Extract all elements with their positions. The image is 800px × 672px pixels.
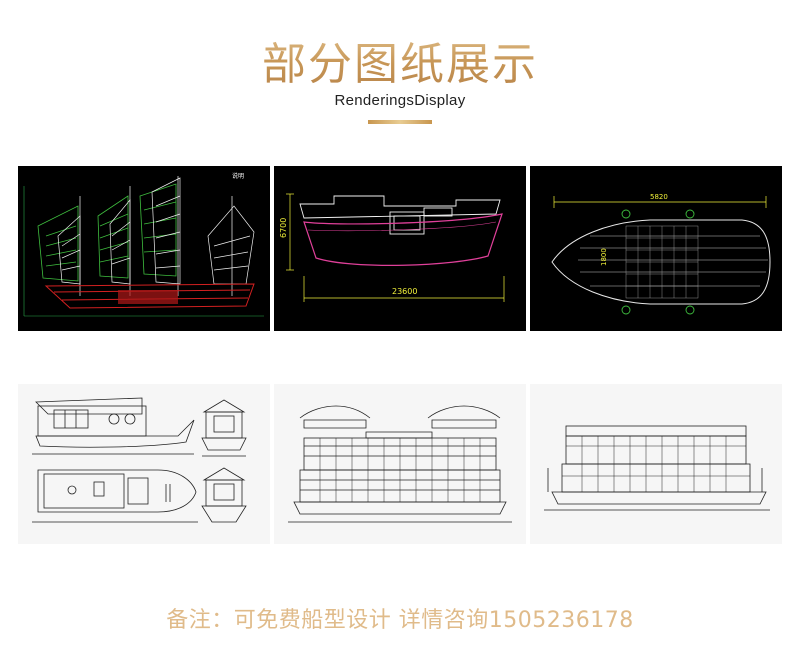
section-subtitle: RenderingsDisplay bbox=[334, 92, 466, 109]
title-underline bbox=[368, 120, 432, 124]
footer-note: 备注：可免费船型设计 详情咨询15052361​78 bbox=[166, 608, 634, 633]
drawing-sailboat-elevation: 说明 bbox=[18, 166, 270, 331]
plan-length-dimension: 5820 bbox=[650, 193, 668, 201]
length-dimension: 23600 bbox=[392, 287, 417, 296]
plan-width-dimension: 1800 bbox=[600, 248, 608, 266]
section-title: 部分图纸展示 bbox=[0, 28, 800, 92]
drawing-pavilion-boat-front bbox=[274, 384, 526, 544]
height-dimension: 6700 bbox=[279, 218, 288, 238]
drawing-cabin-boat bbox=[18, 384, 270, 544]
drawing-note: 说明 bbox=[232, 172, 244, 180]
drawing-hull-plan: 5820 1 bbox=[530, 166, 782, 331]
drawing-pavilion-boat-side bbox=[530, 384, 782, 544]
drawing-hull-side: 6700 23600 bbox=[274, 166, 526, 331]
